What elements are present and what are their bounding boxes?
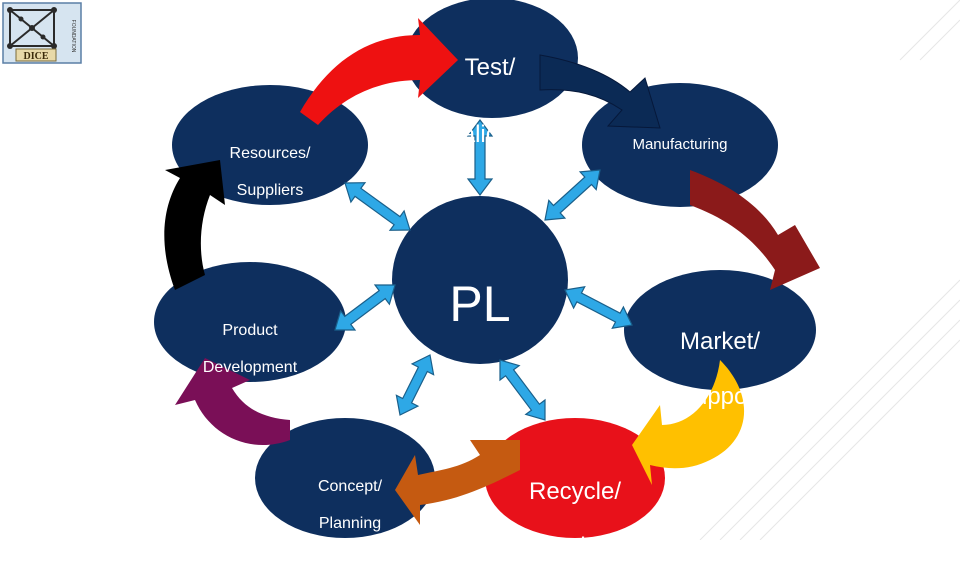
label-plm-line1: PL [449,276,511,332]
label-product-development-line1: Product [222,322,278,340]
label-test-validate-line2: Validate [447,120,533,148]
label-test-validate-line1: Test/ [464,53,516,81]
label-concept-planning: Concept/ Planning [290,460,410,552]
spoke-arrow-product-development [334,284,396,331]
spoke-arrow-concept-planning [395,354,435,416]
node-plm-center [392,196,568,364]
cycle-arrow-darkred [690,170,820,290]
cycle-arrow-red [300,18,458,125]
label-market-support: Market/ Support [650,300,790,438]
node-test-validate [406,0,578,118]
label-plm-line2: M [459,386,501,442]
background-stripes [699,0,960,540]
label-market-support-line1: Market/ [679,327,760,355]
label-recycle-retire-line2: Retire [542,532,608,560]
node-concept-planning [255,418,435,538]
label-market-support-line2: Support [677,382,763,410]
node-product-development [154,262,346,382]
node-recycle-retire [485,418,665,538]
node-market-support [624,270,816,390]
label-resources-suppliers-line2: Suppliers [236,182,304,200]
plm-cycle-diagram [154,0,820,538]
spoke-arrow-manufacturing [544,169,601,221]
cycle-arrow-purple [175,358,290,446]
spoke-arrow-resources-suppliers [344,182,411,231]
logo-text: DICE [23,51,48,62]
cycle-arrow-yellow [632,360,745,485]
label-product-development-line2: Development [202,359,298,377]
label-product-development: Product Development [180,304,320,396]
cycle-arrow-orange [395,440,520,525]
spoke-arrow-recycle-retire [499,359,546,421]
label-manufacturing: Manufacturing [632,136,728,153]
cycle-arrow-navy [539,54,661,129]
spoke-arrow-test-validate [466,119,494,196]
label-resources-suppliers: Resources/ Suppliers [200,127,340,219]
cycle-arrow-black [164,160,225,290]
label-test-validate: Test/ Validate [420,26,560,176]
label-recycle-retire-line1: Recycle/ [528,477,622,505]
label-resources-suppliers-line1: Resources/ [229,145,311,163]
label-concept-planning-line2: Planning [318,515,382,533]
label-plm-center: PL M [420,222,540,497]
logo-side-text: FOUNDATION [70,20,76,53]
dice-foundation-logo: DICE FOUNDATION [2,2,82,64]
spoke-arrow-market-support [564,286,633,329]
label-concept-planning-line1: Concept/ [317,478,383,496]
